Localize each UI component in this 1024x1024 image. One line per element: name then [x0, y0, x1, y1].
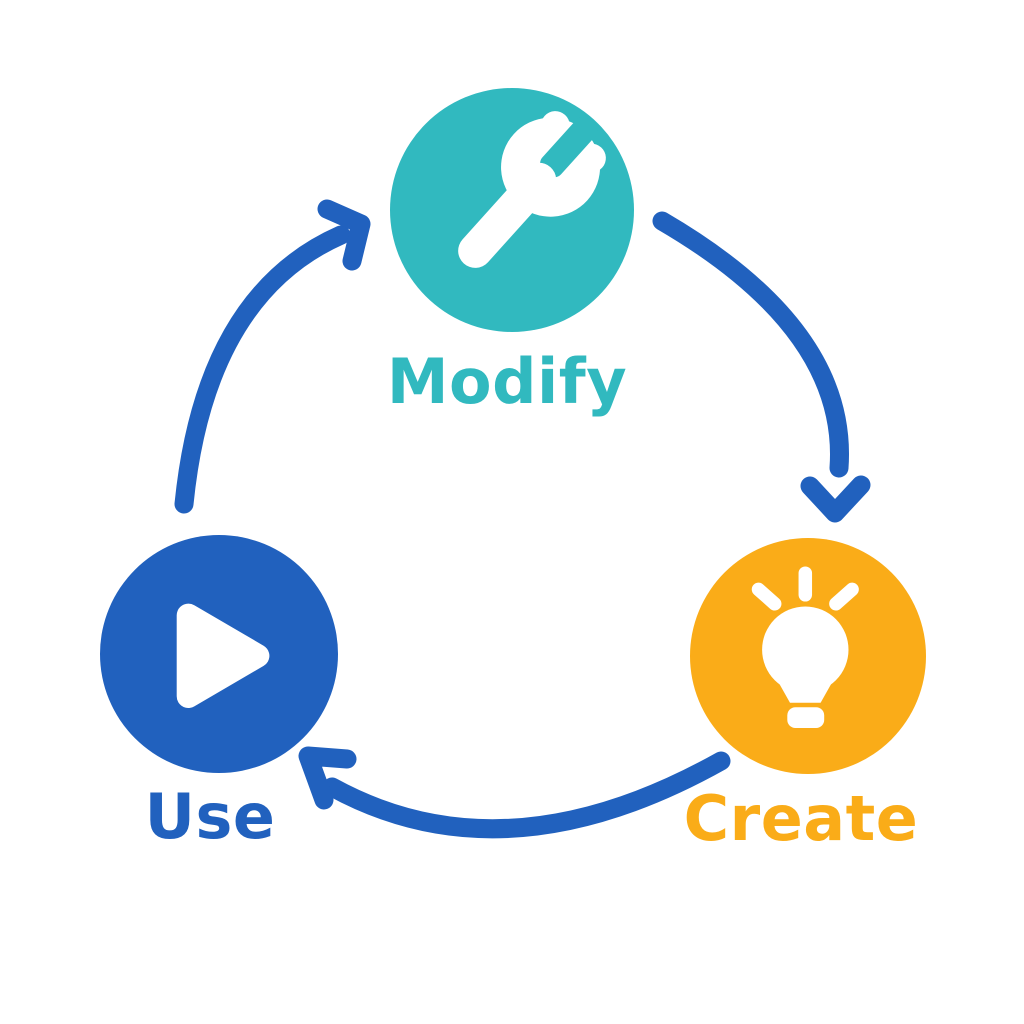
create-node-circle: [690, 538, 926, 774]
use-label: Use: [144, 780, 276, 853]
use-node-circle: [100, 535, 338, 773]
arrowhead-up-right-icon: [317, 199, 371, 271]
wrench-icon: [458, 111, 606, 268]
modify-node-circle: [390, 88, 634, 332]
edge-use-to-modify: [174, 199, 371, 514]
create-label: Create: [683, 782, 919, 855]
modify-label: Modify: [386, 345, 628, 418]
edge-create-to-use: [298, 746, 731, 839]
arrowhead-down-icon: [800, 475, 871, 523]
arrowhead-up-left-icon: [298, 746, 357, 810]
lightbulb-icon: [751, 566, 859, 728]
play-icon: [176, 603, 270, 708]
edge-modify-to-create: [652, 211, 871, 523]
